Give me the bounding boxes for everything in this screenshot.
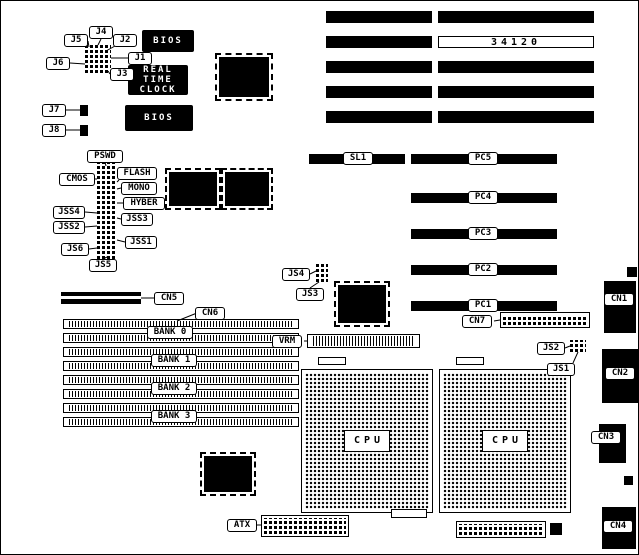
label-cn6: CN6 [195,307,225,320]
label-j2: J2 [113,34,137,47]
jumper-block-config [97,163,117,259]
isa-slot-2-segment-1 [438,61,594,73]
label-j4: J4 [89,26,113,39]
real-time-clock-text: REAL TIME [143,65,173,85]
isa-slot-3-segment-0 [326,86,432,98]
label-pc1: PC1 [468,299,498,312]
callout-line [69,62,86,65]
callout-line [84,211,98,214]
bios-chip-1: BIOS [142,30,194,52]
label-bank0: BANK 0 [147,326,193,339]
label-pc2: PC2 [468,263,498,276]
label-pc5: PC5 [468,152,498,165]
jumper-js4-js3 [316,264,328,282]
label-cn4: CN4 [603,520,633,533]
isa-slot-1-segment-0 [326,36,432,48]
label-bank1: BANK 1 [151,354,197,367]
small-connector-3 [80,125,88,136]
small-component-2 [391,509,427,518]
ic-chip-4 [200,452,256,496]
ic-chip-0 [215,53,273,101]
cn5-slot [61,292,141,304]
ic-chip-2 [221,168,273,210]
real-time-clock-text: CLOCK [139,85,177,95]
vrm-connector [307,334,420,348]
isa-slot-0-segment-0 [326,11,432,23]
callout-line [88,247,98,250]
cn7-header [500,312,590,328]
label-bank3: BANK 3 [151,410,197,423]
cn1-connector [604,281,636,333]
label-js5: JS5 [89,259,117,272]
label-j3: J3 [110,68,134,81]
callout-line [116,179,120,183]
label-flash: FLASH [117,167,157,180]
label-cn1: CN1 [604,293,634,306]
label-j8: J8 [42,124,66,137]
small-component-1 [456,357,484,365]
jumper-js2-js1 [570,340,586,352]
label-js6: JS6 [61,243,89,256]
label-j6: J6 [46,57,70,70]
jumper-block-j1-j6 [85,43,111,73]
isa-slot-3-segment-1 [438,86,594,98]
label-mono: MONO [121,182,157,195]
isa-slot-0-segment-1 [438,11,594,23]
small-connector-4 [624,476,633,485]
label-jss2: JSS2 [53,221,85,234]
label-hyber: HYBER [123,197,165,210]
cpu-socket-1-label: CPU [344,430,390,452]
label-cn5: CN5 [154,292,184,305]
bios-chip-2-text: BIOS [144,113,174,123]
label-js2: JS2 [537,342,565,355]
label-cn2: CN2 [605,367,635,380]
label-pc3: PC3 [468,227,498,240]
label-js3: JS3 [296,288,324,301]
label-js1: JS1 [547,363,575,376]
callout-line [84,225,98,228]
label-vrm: VRM [272,335,302,348]
label-cmos: CMOS [59,173,95,186]
small-connector-2 [80,105,88,116]
bios-chip-1-text: BIOS [153,36,183,46]
label-atx: ATX [227,519,257,532]
ic-chip-3 [334,281,390,327]
label-bank2: BANK 2 [151,382,197,395]
label-jss3: JSS3 [121,213,153,226]
bios-chip-2: BIOS [125,105,193,131]
isa-slot-2-segment-0 [326,61,432,73]
isa-slot-4-segment-1 [438,111,594,123]
isa-slot-4-segment-0 [326,111,432,123]
label-pswd: PSWD [87,150,123,163]
small-connector-1 [550,523,562,535]
label-j5: J5 [64,34,88,47]
ic-chip-1 [165,168,221,210]
label-cn7: CN7 [462,315,492,328]
label-js4: JS4 [282,268,310,281]
callout-line [572,351,579,364]
label-jss4: JSS4 [53,206,85,219]
label-jss1: JSS1 [125,236,157,249]
power-header [456,521,546,538]
label-j1: J1 [128,52,152,65]
small-component-0 [318,357,346,365]
label-pc4: PC4 [468,191,498,204]
isa-slot-1-segment-1: 34120 [438,36,594,48]
cpu-socket-2-label: CPU [482,430,528,452]
label-cn3: CN3 [591,431,621,444]
label-j7: J7 [42,104,66,117]
small-connector-0 [627,267,637,277]
callout-line [116,239,126,243]
atx-header [261,515,349,537]
label-sl1: SL1 [343,152,373,165]
